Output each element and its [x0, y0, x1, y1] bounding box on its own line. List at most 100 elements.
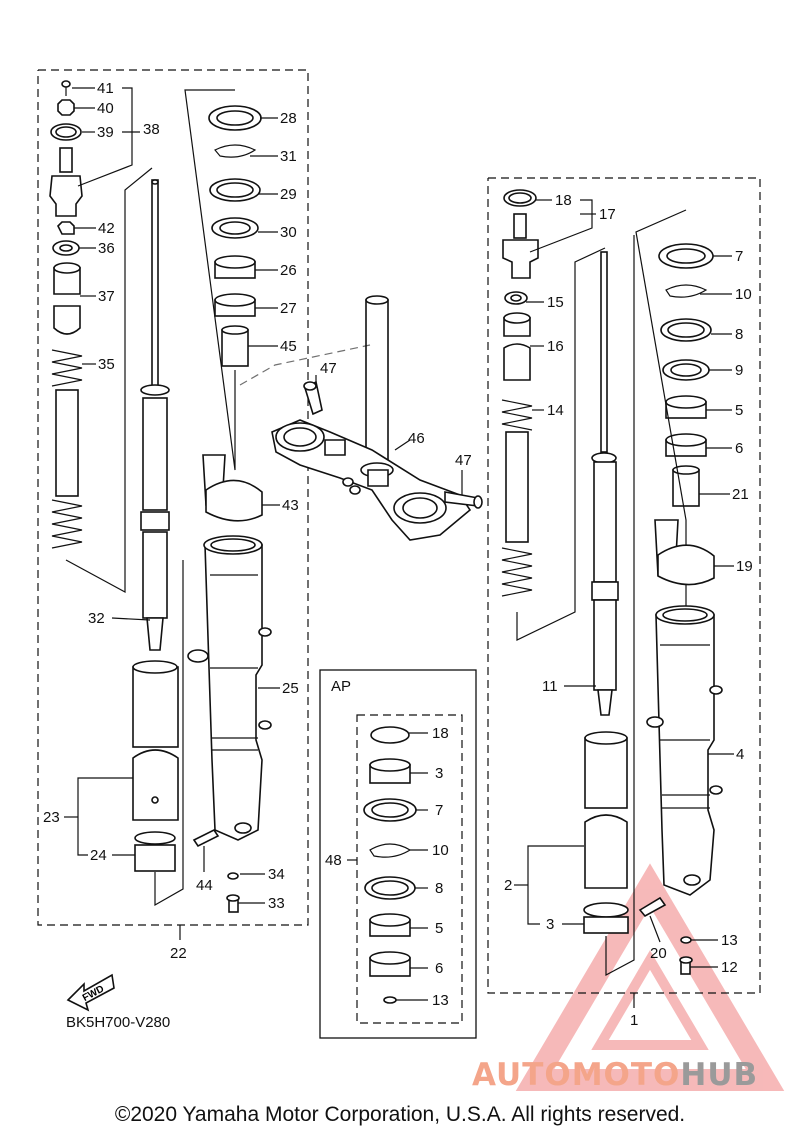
cap-bolt-assembly — [49, 80, 83, 217]
callout: 13 — [721, 932, 738, 949]
leaders-bracket — [315, 375, 463, 495]
bracket-guide-line — [239, 344, 371, 386]
callout: 31 — [280, 148, 297, 165]
callout: 6 — [435, 960, 443, 977]
callout: 44 — [196, 877, 213, 894]
callout: 18 — [555, 192, 572, 209]
callout: 26 — [280, 262, 297, 279]
spring-guide-line — [65, 167, 153, 594]
spring-guide-line-right — [516, 247, 606, 641]
inner-tube-2 — [583, 731, 629, 934]
callout: 3 — [546, 916, 554, 933]
callout: 38 — [143, 121, 160, 138]
drain-bolt-parts-right — [638, 896, 693, 975]
fwd-arrow-icon: FWD — [66, 973, 115, 1012]
inner-tube-23 — [132, 660, 179, 872]
callout-labels: 41 40 39 38 42 36 37 35 28 31 29 30 26 2… — [43, 80, 753, 1029]
leaders-right — [514, 199, 734, 1008]
watermark-part2: HUB — [680, 1057, 759, 1093]
callout: 21 — [732, 486, 749, 503]
callout: 30 — [280, 224, 297, 241]
callout: 35 — [98, 356, 115, 373]
watermark-triangle-icon — [515, 863, 785, 1091]
inner-tube-guide-line-right — [605, 235, 635, 977]
callout: 28 — [280, 110, 297, 127]
damper-rod-32 — [140, 179, 170, 651]
callout: 5 — [435, 920, 443, 937]
dust-cover-19 — [654, 519, 715, 586]
seal-stack-left — [208, 105, 262, 367]
inner-tube-guide-line — [154, 560, 184, 907]
kit-48-outline — [356, 714, 463, 1024]
leaders-kit — [347, 732, 428, 1001]
callout: 8 — [735, 326, 743, 343]
callout: 1 — [630, 1012, 638, 1029]
callout: 10 — [735, 286, 752, 303]
callout: 33 — [268, 895, 285, 912]
callout: 6 — [735, 440, 743, 457]
callout: 46 — [408, 430, 425, 447]
callout: 5 — [735, 402, 743, 419]
fork-spring-35 — [51, 349, 83, 549]
callout: 13 — [432, 992, 449, 1009]
callout: 36 — [98, 240, 115, 257]
drain-bolt-parts — [192, 828, 240, 913]
outer-tube-4 — [646, 605, 723, 896]
callout: 18 — [432, 725, 449, 742]
callout: 41 — [97, 80, 114, 97]
callout: 7 — [435, 802, 443, 819]
callout: 16 — [547, 338, 564, 355]
damper-rod-11 — [591, 251, 619, 716]
callout: 47 — [320, 360, 337, 377]
callout: 8 — [435, 880, 443, 897]
outer-tube-25 — [187, 535, 272, 841]
pinch-bolts-47 — [303, 380, 483, 509]
fork-spring-14 — [501, 399, 533, 597]
callout: 19 — [736, 558, 753, 575]
callout: 14 — [547, 402, 564, 419]
callout: 3 — [435, 765, 443, 782]
callout: 29 — [280, 186, 297, 203]
callout: 2 — [504, 877, 512, 894]
cap-bolt-assembly-right — [502, 189, 539, 381]
diagram-code: BK5H700-V280 — [66, 1014, 171, 1031]
callout: 7 — [735, 248, 743, 265]
callout: 22 — [170, 945, 187, 962]
callout: 39 — [97, 124, 114, 141]
callout: 20 — [650, 945, 667, 962]
dust-cover-43 — [202, 454, 263, 522]
callout: 27 — [280, 300, 297, 317]
callout: 48 — [325, 852, 342, 869]
nut-spring-parts — [52, 221, 81, 335]
callout: 9 — [735, 362, 743, 379]
callout: 45 — [280, 338, 297, 355]
callout: 12 — [721, 959, 738, 976]
callout: 37 — [98, 288, 115, 305]
callout: 40 — [97, 100, 114, 117]
watermark-brand: AUTOMOTOHUB — [472, 1057, 758, 1093]
callout: 23 — [43, 809, 60, 826]
callout: 47 — [455, 452, 472, 469]
callout: 15 — [547, 294, 564, 311]
group-22-outline — [37, 69, 309, 926]
callout: 10 — [432, 842, 449, 859]
kit-box-label: AP — [331, 678, 352, 695]
callout: 43 — [282, 497, 299, 514]
kit-48-parts — [363, 726, 417, 1004]
seal-stack-right — [658, 243, 714, 507]
callout: 24 — [90, 847, 107, 864]
copyright-footer: ©2020 Yamaha Motor Corporation, U.S.A. A… — [114, 1103, 686, 1126]
under-bracket-46 — [271, 295, 472, 541]
callout: 17 — [599, 206, 616, 223]
callout: 42 — [98, 220, 115, 237]
callout: 34 — [268, 866, 285, 883]
watermark-part1: AUTOMOTO — [472, 1057, 681, 1093]
callout: 25 — [282, 680, 299, 697]
kit-box-outline — [319, 669, 477, 1039]
callout: 11 — [542, 678, 558, 695]
callout: 32 — [88, 610, 105, 627]
group-1-outline — [487, 177, 761, 994]
leaders-left — [64, 87, 280, 940]
callout: 4 — [736, 746, 744, 763]
